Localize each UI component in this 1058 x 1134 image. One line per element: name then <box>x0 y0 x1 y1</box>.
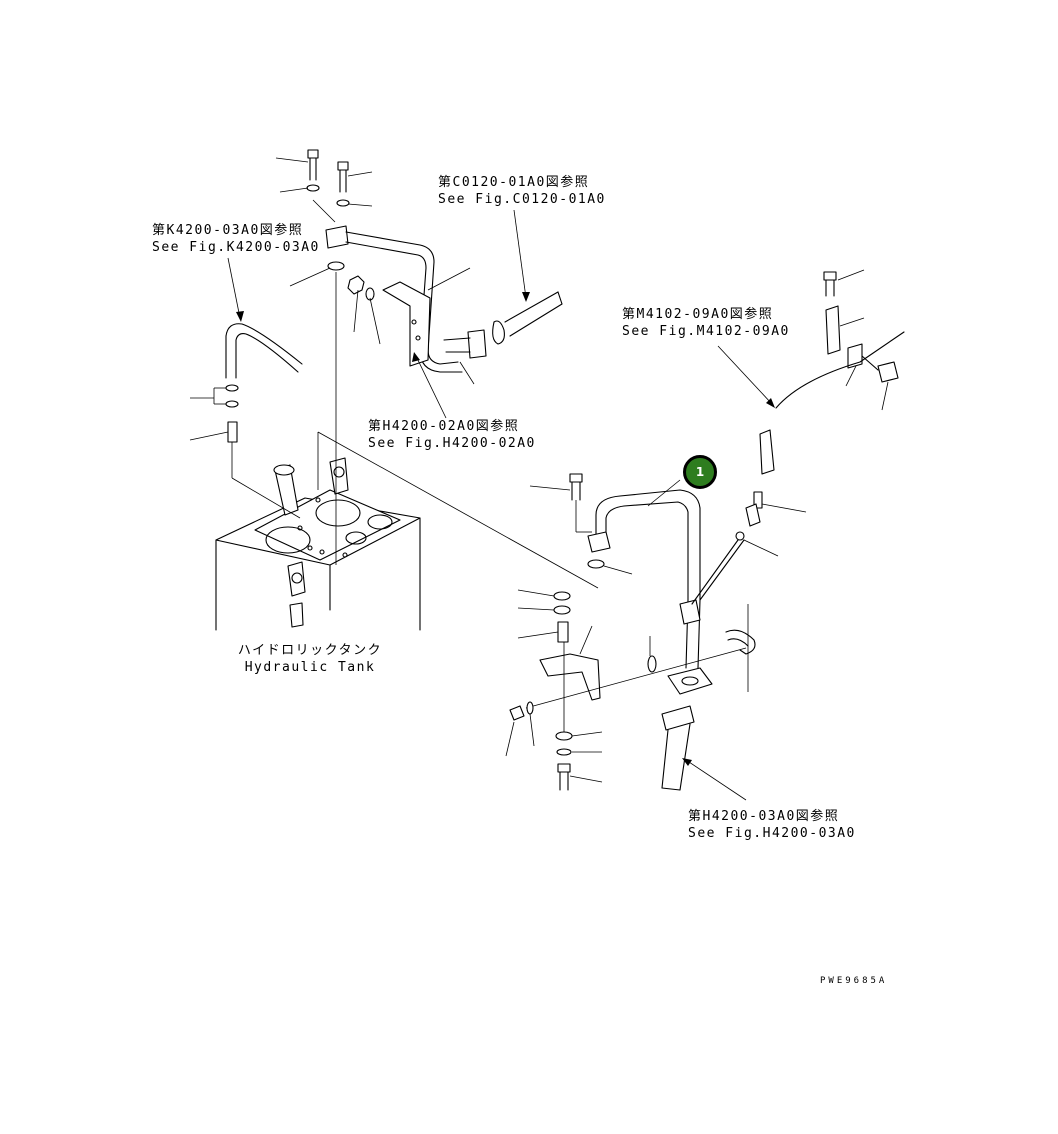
part-callout-number: 1 <box>695 465 705 479</box>
ref-m4102: 第M4102-09A0図参照 See Fig.M4102-09A0 <box>622 306 790 340</box>
reference-lines <box>231 272 599 589</box>
drawing-code: PWE9685A <box>820 976 888 986</box>
ref-h4200-02: 第H4200-02A0図参照 See Fig.H4200-02A0 <box>368 418 536 452</box>
ref-k4200: 第K4200-03A0図参照 See Fig.K4200-03A0 <box>152 222 320 256</box>
ref-h4200-02-jp: 第H4200-02A0図参照 <box>368 419 520 434</box>
main-pipe <box>587 489 745 695</box>
ref-h4200-03-en: See Fig.H4200-03A0 <box>688 826 856 841</box>
tank-label-en: Hydraulic Tank <box>244 660 376 675</box>
ref-h4200-03: 第H4200-03A0図参照 See Fig.H4200-03A0 <box>688 808 856 842</box>
ref-c0120-en: See Fig.C0120-01A0 <box>438 192 606 207</box>
ref-k4200-jp: 第K4200-03A0図参照 <box>152 223 304 238</box>
ref-c0120: 第C0120-01A0図参照 See Fig.C0120-01A0 <box>438 174 606 208</box>
ref-k4200-en: See Fig.K4200-03A0 <box>152 240 320 255</box>
right-sensor-assembly <box>735 271 905 541</box>
hydraulic-tank <box>215 457 421 631</box>
ref-h4200-02-en: See Fig.H4200-02A0 <box>368 436 536 451</box>
upper-pipe-assembly <box>306 149 563 373</box>
ref-m4102-jp: 第M4102-09A0図参照 <box>622 307 774 322</box>
left-hose <box>225 323 303 443</box>
leader-lines <box>189 157 889 783</box>
ref-h4200-03-jp: 第H4200-03A0図参照 <box>688 809 840 824</box>
ref-c0120-jp: 第C0120-01A0図参照 <box>438 175 590 190</box>
lower-hose <box>661 705 695 791</box>
reference-arrows <box>227 209 775 801</box>
lower-bracket-assembly <box>509 473 756 791</box>
part-callout-1[interactable]: 1 <box>683 455 717 489</box>
tank-label: ハイドロリックタンク Hydraulic Tank <box>230 642 390 676</box>
ref-m4102-en: See Fig.M4102-09A0 <box>622 324 790 339</box>
tank-label-jp: ハイドロリックタンク <box>237 643 383 658</box>
